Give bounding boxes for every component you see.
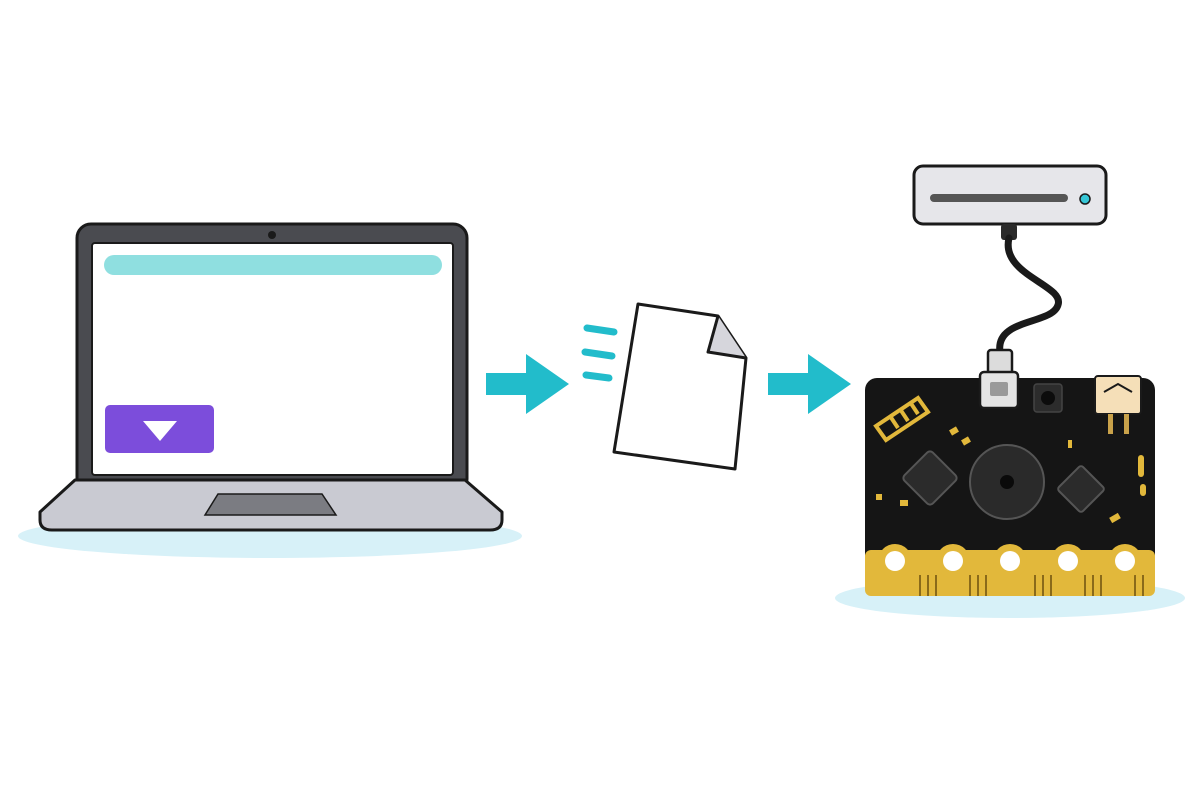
antenna <box>873 395 931 443</box>
drive-slot <box>930 194 1068 202</box>
hex-file <box>581 302 748 471</box>
download-triangle-icon <box>143 421 177 441</box>
reset-button[interactable] <box>1033 383 1063 413</box>
laptop-touchpad <box>203 493 338 516</box>
small-components <box>876 426 1146 524</box>
pin-rings <box>878 544 1142 578</box>
drive-led <box>1079 193 1091 205</box>
arrow-laptop-to-file <box>486 354 569 414</box>
download-button[interactable] <box>105 405 214 453</box>
drive-connector <box>1001 224 1017 240</box>
usb-cable <box>996 234 1062 356</box>
motion-lines <box>581 324 618 382</box>
laptop-camera <box>268 231 276 239</box>
processor-chip <box>902 450 958 506</box>
microbit-board-icon <box>835 370 1185 618</box>
edge-fingers <box>919 575 1144 596</box>
usb-drive-icon <box>912 164 1108 240</box>
battery-connector <box>1094 375 1142 434</box>
laptop <box>18 222 522 558</box>
speaker <box>969 444 1045 520</box>
file-icon <box>612 302 748 471</box>
arrow-file-to-board <box>768 354 851 414</box>
sensor-chip <box>1057 465 1105 513</box>
screen-header-bar <box>104 255 442 275</box>
